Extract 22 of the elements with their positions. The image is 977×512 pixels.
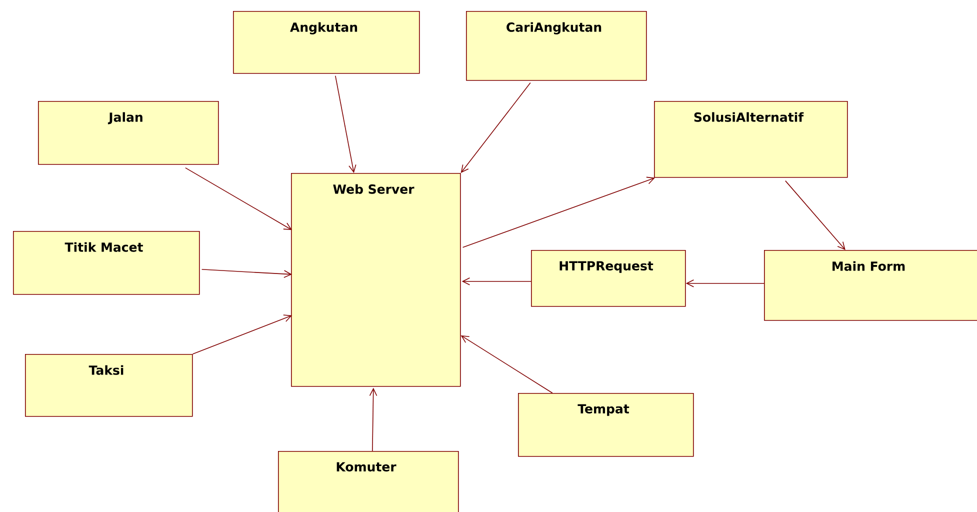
- class-box: Titik Macet: [13, 231, 200, 295]
- arrow: [335, 75, 356, 173]
- class-box: Angkutan: [233, 11, 420, 74]
- arrow: [460, 82, 531, 173]
- arrow: [192, 314, 292, 354]
- arrow: [201, 269, 292, 278]
- arrow: [462, 176, 655, 248]
- class-box: Taksi: [25, 354, 193, 417]
- class-box: Web Server: [291, 173, 461, 387]
- class-box: Tempat: [518, 393, 694, 457]
- arrow: [185, 167, 292, 230]
- arrow: [462, 278, 532, 286]
- arrow: [369, 388, 378, 452]
- arrow: [460, 335, 553, 394]
- class-box: HTTPRequest: [531, 250, 686, 307]
- class-box: Komuter: [278, 451, 459, 512]
- class-box: CariAngkutan: [466, 11, 647, 81]
- arrow: [785, 180, 846, 250]
- arrow: [686, 280, 764, 288]
- class-box: SolusiAlternatif: [654, 101, 848, 178]
- class-box: Jalan: [38, 101, 219, 165]
- class-box: Main Form: [764, 250, 977, 321]
